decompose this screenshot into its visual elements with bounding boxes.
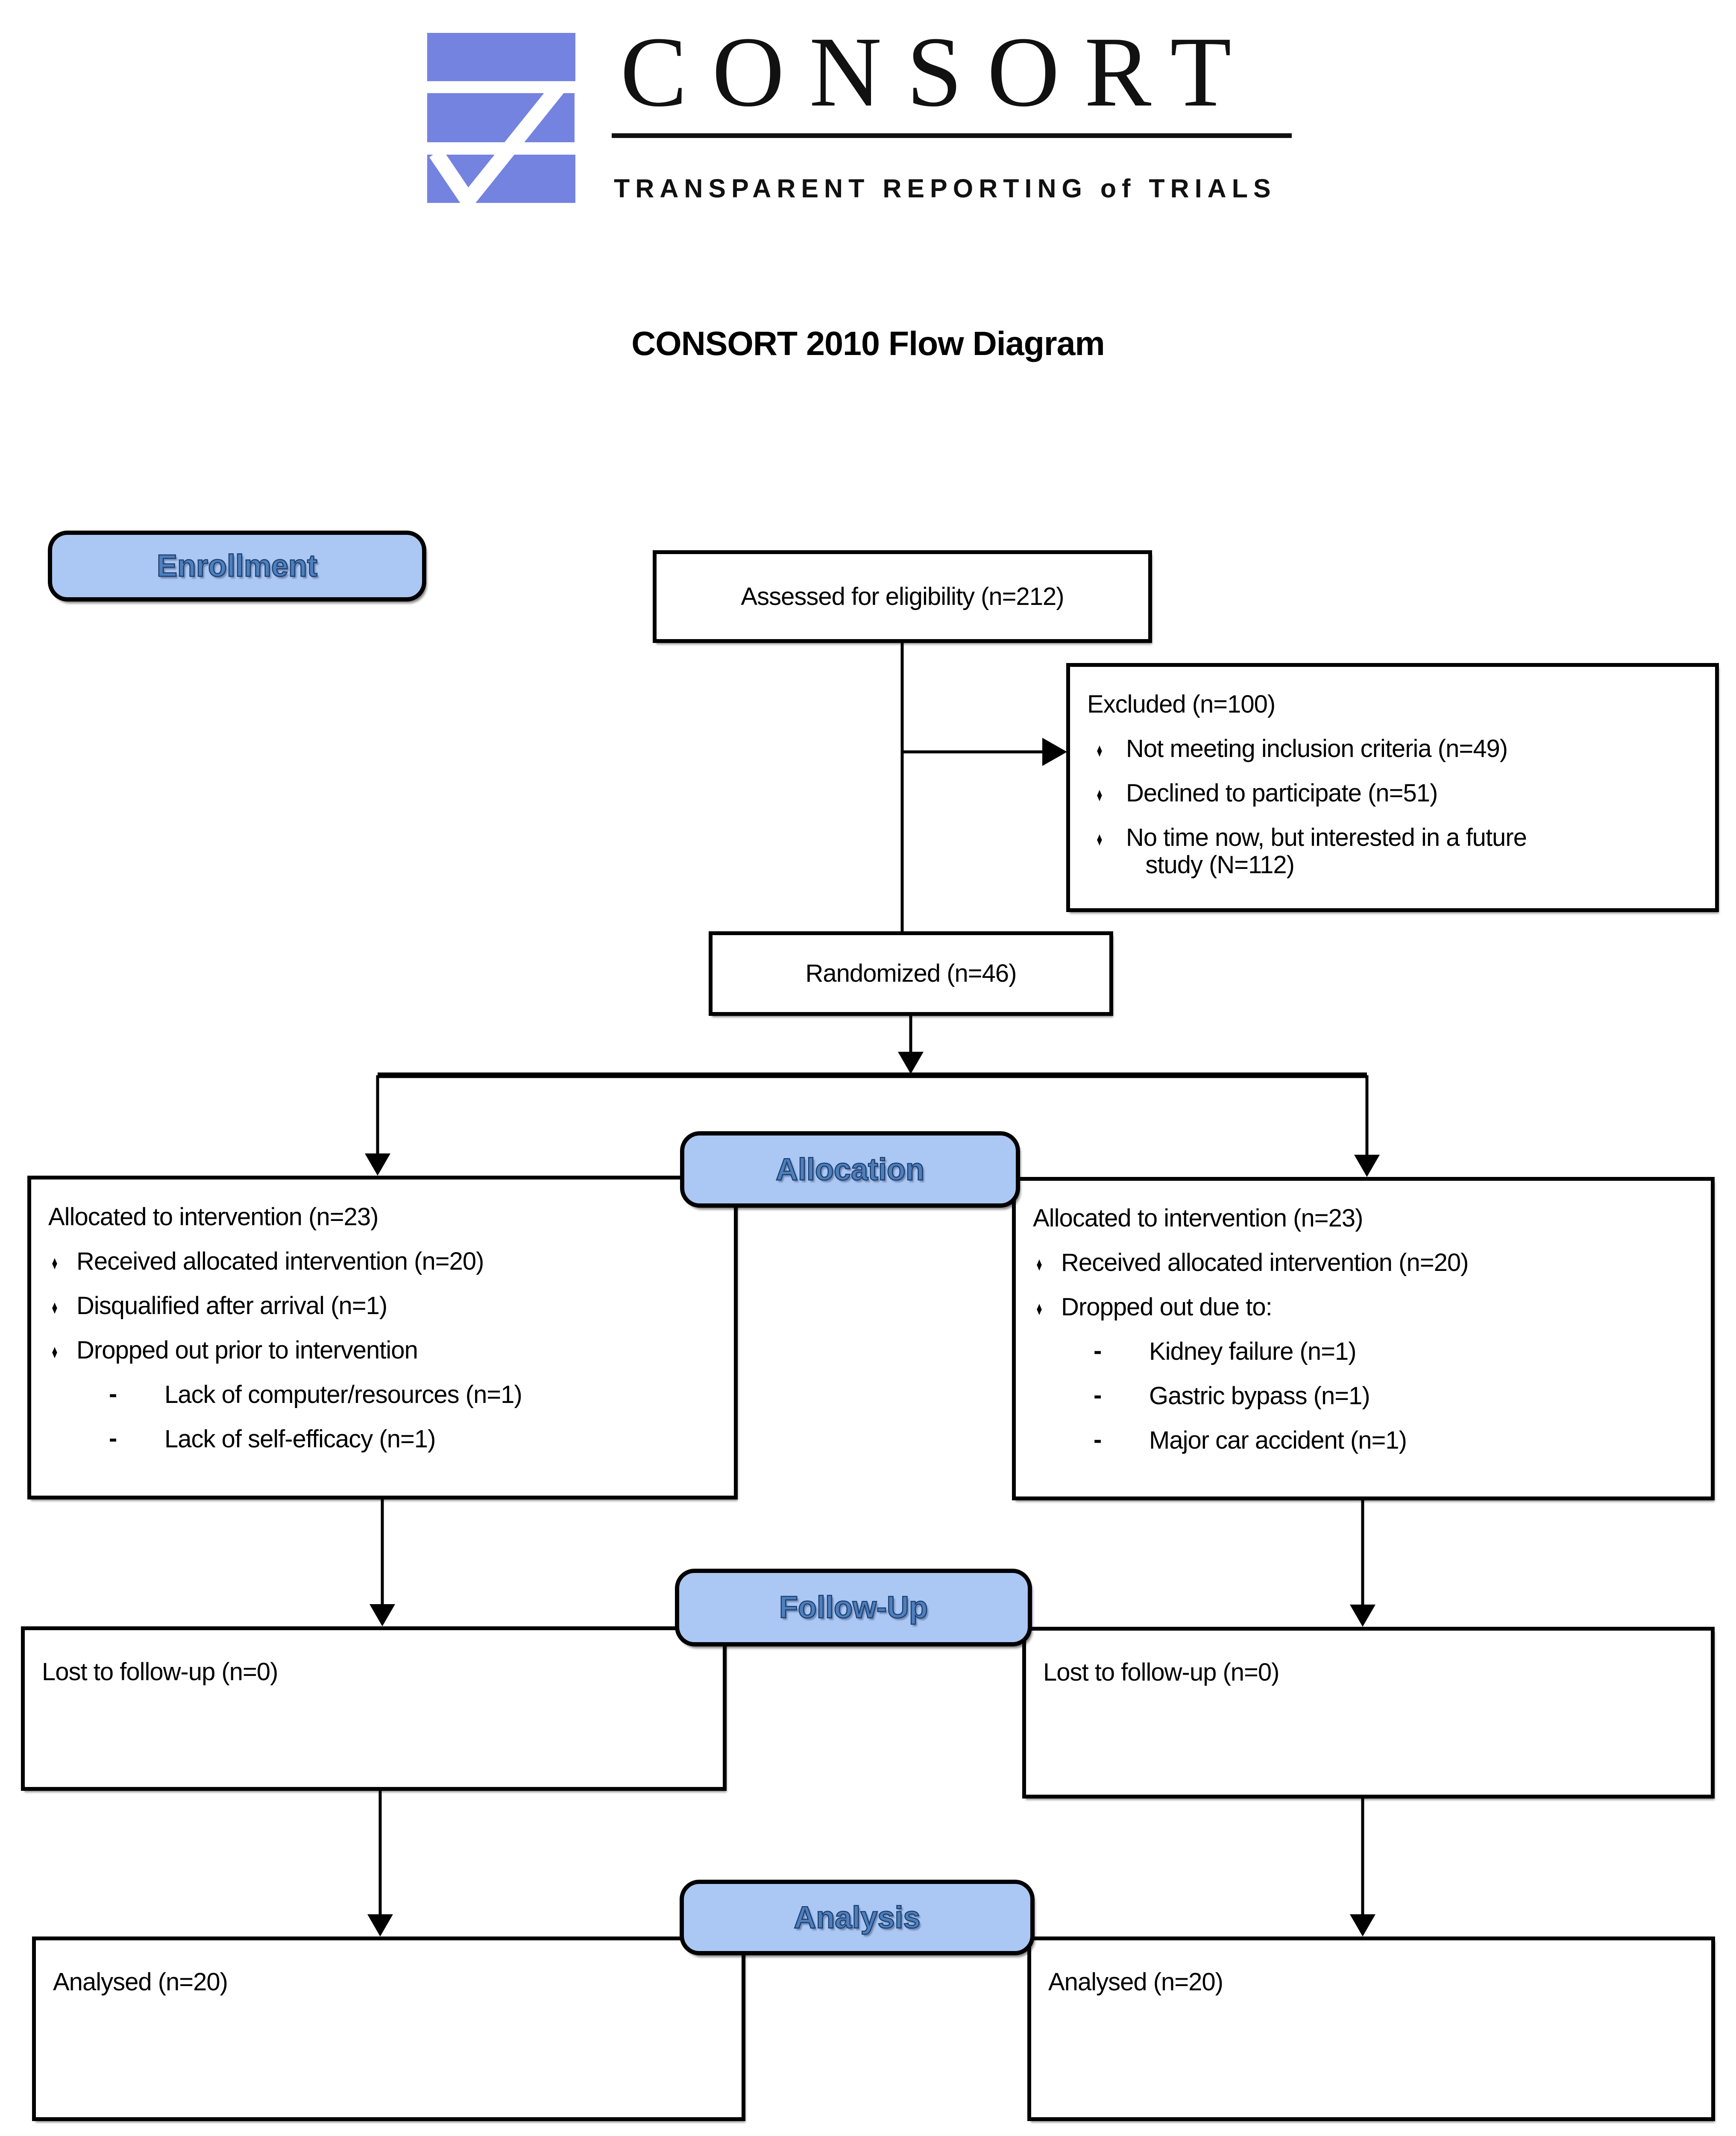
analysis-left-text: Analysed (n=20) [53, 1968, 228, 1996]
arrow-down-icon [367, 1914, 393, 1936]
list-item: Received allocated intervention (n=20) [48, 1248, 724, 1275]
stage-pill-enrollment: Enrollment [48, 531, 426, 601]
box-analysis-right: Analysed (n=20) [1027, 1936, 1715, 2121]
stage-label-allocation: Allocation [775, 1152, 925, 1187]
box-allocation-left: Allocated to intervention (n=23) Receive… [27, 1176, 738, 1499]
list-item: Received allocated intervention (n=20) [1033, 1249, 1701, 1276]
stage-pill-followup: Follow-Up [675, 1569, 1032, 1646]
stage-label-enrollment: Enrollment [156, 549, 318, 584]
excluded-title: Excluded (n=100) [1087, 690, 1276, 718]
list-item: Kidney failure (n=1) [1033, 1337, 1701, 1365]
list-item: Declined to participate (n=51) [1087, 780, 1705, 807]
stage-pill-analysis: Analysis [680, 1880, 1035, 1955]
box-followup-left: Lost to follow-up (n=0) [21, 1626, 727, 1791]
box-followup-right: Lost to follow-up (n=0) [1022, 1627, 1715, 1799]
arrow-right-icon [1042, 738, 1067, 766]
box-allocation-right: Allocated to intervention (n=23) Receive… [1012, 1177, 1715, 1500]
list-item: Major car accident (n=1) [1033, 1426, 1701, 1454]
list-item: Gastric bypass (n=1) [1033, 1382, 1701, 1410]
consort-logo-mark [427, 33, 575, 203]
assessed-text: Assessed for eligibility (n=212) [741, 582, 1064, 610]
box-excluded: Excluded (n=100) Not meeting inclusion c… [1066, 663, 1719, 912]
arrow-down-icon [369, 1604, 395, 1626]
stage-label-followup: Follow-Up [779, 1590, 928, 1625]
arrow-down-icon [365, 1153, 390, 1176]
box-randomized: Randomized (n=46) [709, 931, 1113, 1016]
arrow-down-icon [1350, 1914, 1375, 1936]
logo-divider [612, 133, 1292, 138]
box-assessed-for-eligibility: Assessed for eligibility (n=212) [653, 550, 1152, 643]
list-item: Lack of self-efficacy (n=1) [48, 1425, 724, 1453]
box-analysis-left: Analysed (n=20) [32, 1936, 745, 2121]
arrow-down-icon [1354, 1155, 1380, 1177]
logo-bar-top [427, 33, 575, 81]
page-title: CONSORT 2010 Flow Diagram [631, 324, 1105, 362]
arrow-down-icon [1350, 1605, 1375, 1627]
list-item: Lack of computer/resources (n=1) [48, 1380, 724, 1408]
list-item: Dropped out prior to intervention [48, 1337, 724, 1364]
stage-pill-allocation: Allocation [680, 1131, 1020, 1208]
logo-tagline: TRANSPARENT REPORTING of TRIALS [614, 174, 1276, 203]
excluded-list: Not meeting inclusion criteria (n=49) De… [1087, 735, 1705, 879]
followup-right-text: Lost to follow-up (n=0) [1043, 1658, 1279, 1686]
consort-wordmark: CONSORT [620, 16, 1256, 127]
list-item: Not meeting inclusion criteria (n=49) [1087, 735, 1705, 763]
allocation-left-title: Allocated to intervention (n=23) [48, 1203, 378, 1231]
list-item: No time now, but interested in a future … [1087, 824, 1705, 879]
analysis-right-text: Analysed (n=20) [1048, 1968, 1223, 1996]
arrow-down-icon [898, 1052, 924, 1074]
stage-label-analysis: Analysis [793, 1900, 921, 1935]
list-item: Disqualified after arrival (n=1) [48, 1292, 724, 1320]
randomized-text: Randomized (n=46) [805, 959, 1017, 987]
allocation-right-list: Received allocated intervention (n=20) D… [1033, 1249, 1701, 1454]
allocation-left-list: Received allocated intervention (n=20) D… [48, 1248, 724, 1453]
list-item: Dropped out due to: [1033, 1294, 1701, 1321]
allocation-right-title: Allocated to intervention (n=23) [1033, 1204, 1363, 1232]
checkmark-icon [429, 82, 565, 203]
followup-left-text: Lost to follow-up (n=0) [42, 1658, 278, 1686]
